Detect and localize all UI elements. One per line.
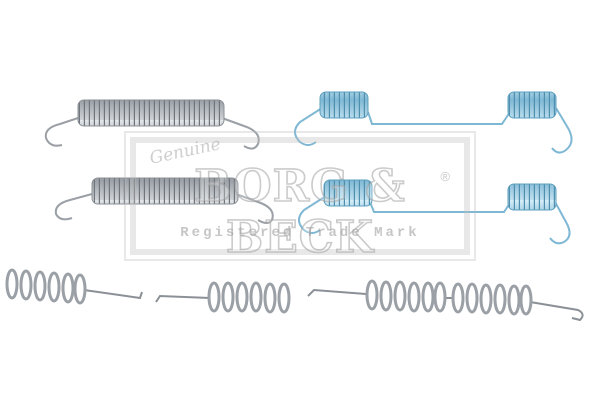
two-coil-spring-lower [298, 179, 571, 245]
two-coil-spring-upper [294, 91, 573, 154]
adjuster-spring-left [5, 268, 143, 305]
long-return-spring-lower [54, 177, 274, 224]
adjuster-spring-right [307, 279, 584, 322]
long-return-spring-upper [44, 99, 260, 150]
adjuster-spring-middle [155, 281, 291, 314]
